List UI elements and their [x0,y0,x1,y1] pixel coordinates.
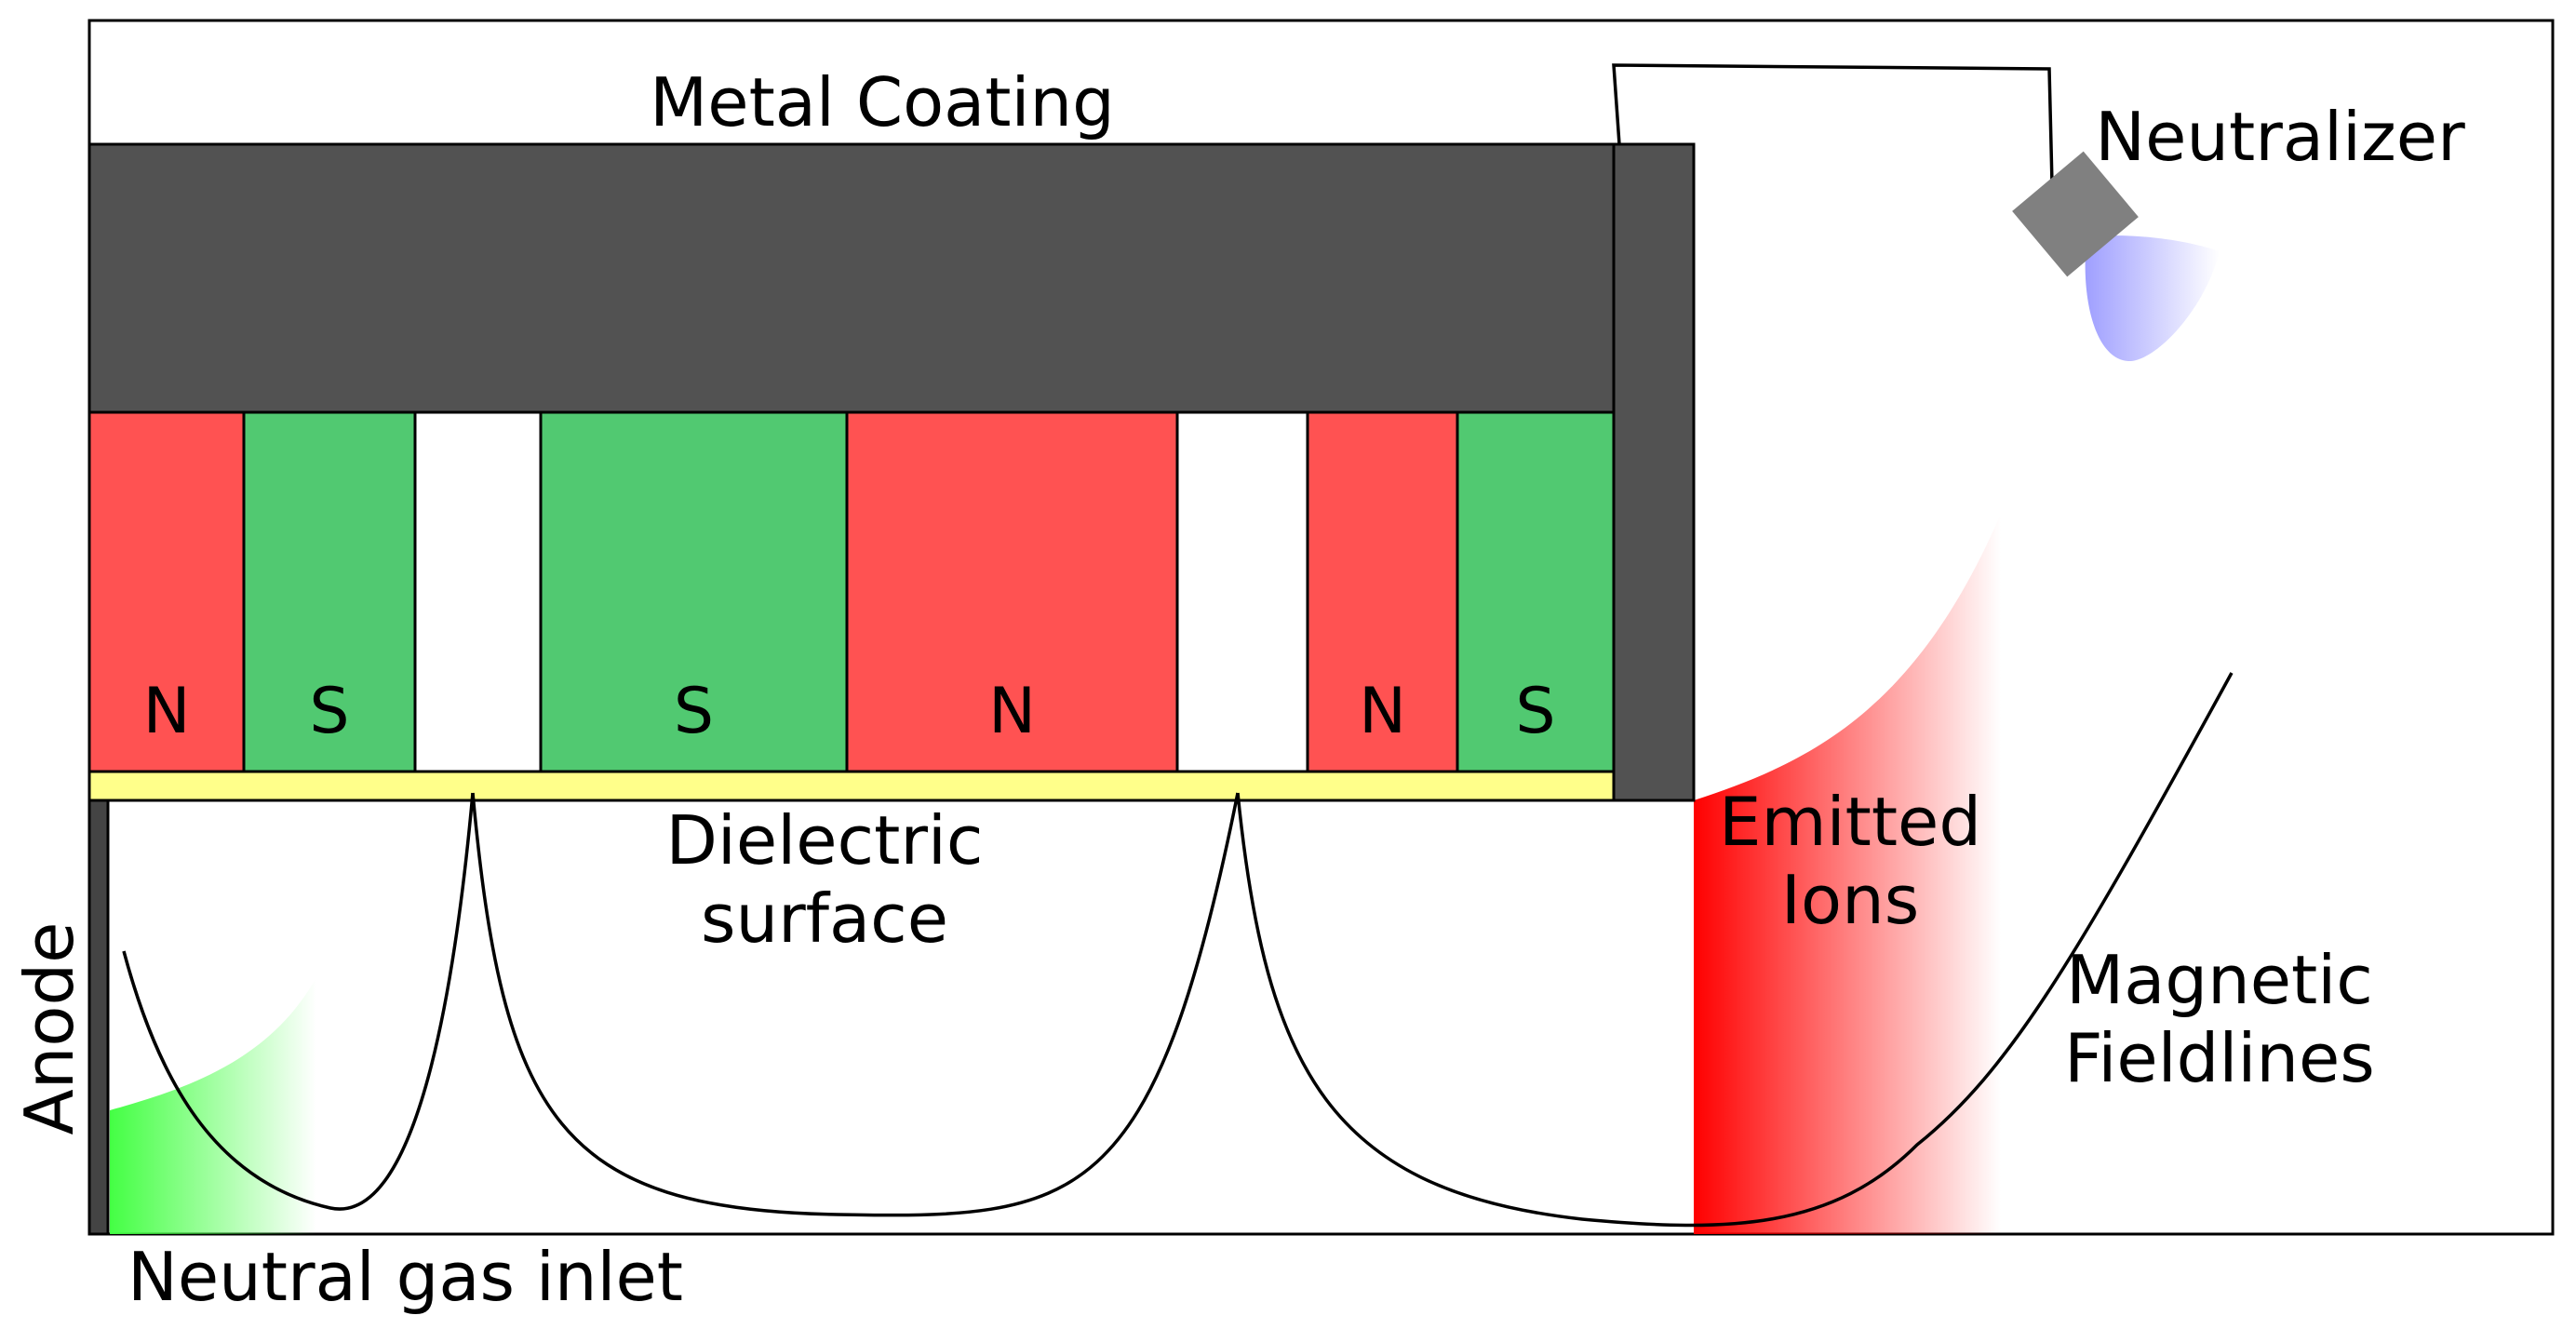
magnet-north-block [1306,410,1459,773]
metal-coating [87,142,1619,414]
neutralizer-body [2012,151,2139,277]
neutral-gas-glow [110,977,316,1234]
magnet-pole-label: S [1515,675,1555,748]
magnet-pole-label: S [674,675,714,748]
magnetic-fieldlines-label-line1: Magnetic [2066,941,2373,1019]
neutral-gas-inlet-label: Neutral gas inlet [127,1238,683,1316]
field-line-3 [1236,672,2234,1228]
magnet-gap-block [1175,410,1309,773]
emitted-ions-label-line1: Emitted [1719,783,1981,861]
magnet-pole-label: S [309,675,349,748]
metal-coating-side [1612,142,1696,802]
magnet-gap-block [413,410,543,773]
magnet-pole-label: N [988,675,1036,748]
field-line-1 [122,792,475,1211]
neutralizer-wire [1612,63,2054,185]
magnet-south-block [539,410,849,773]
magnet-pole-label: N [143,675,191,748]
neutralizer-beam [2085,235,2220,362]
magnet-north-block [87,410,246,773]
emitted-ions-label-line2: Ions [1781,861,1919,939]
neutralizer-label: Neutralizer [2095,98,2465,176]
dielectric-strip [87,770,1616,802]
anode-bar [87,799,110,1236]
metal-coating-label: Metal Coating [650,63,1115,141]
magnetic-fieldlines-label-line2: Fieldlines [2064,1019,2375,1097]
anode-label: Anode [10,922,88,1135]
dielectric-label-line2: surface [701,879,948,958]
emitted-ions-glow [1694,514,2001,1234]
field-line-2 [471,792,1240,1217]
dielectric-label-line1: Dielectric [665,801,983,879]
magnet-south-block [1456,410,1616,773]
magnet-pole-label: N [1359,675,1406,748]
magnet-north-block [845,410,1179,773]
